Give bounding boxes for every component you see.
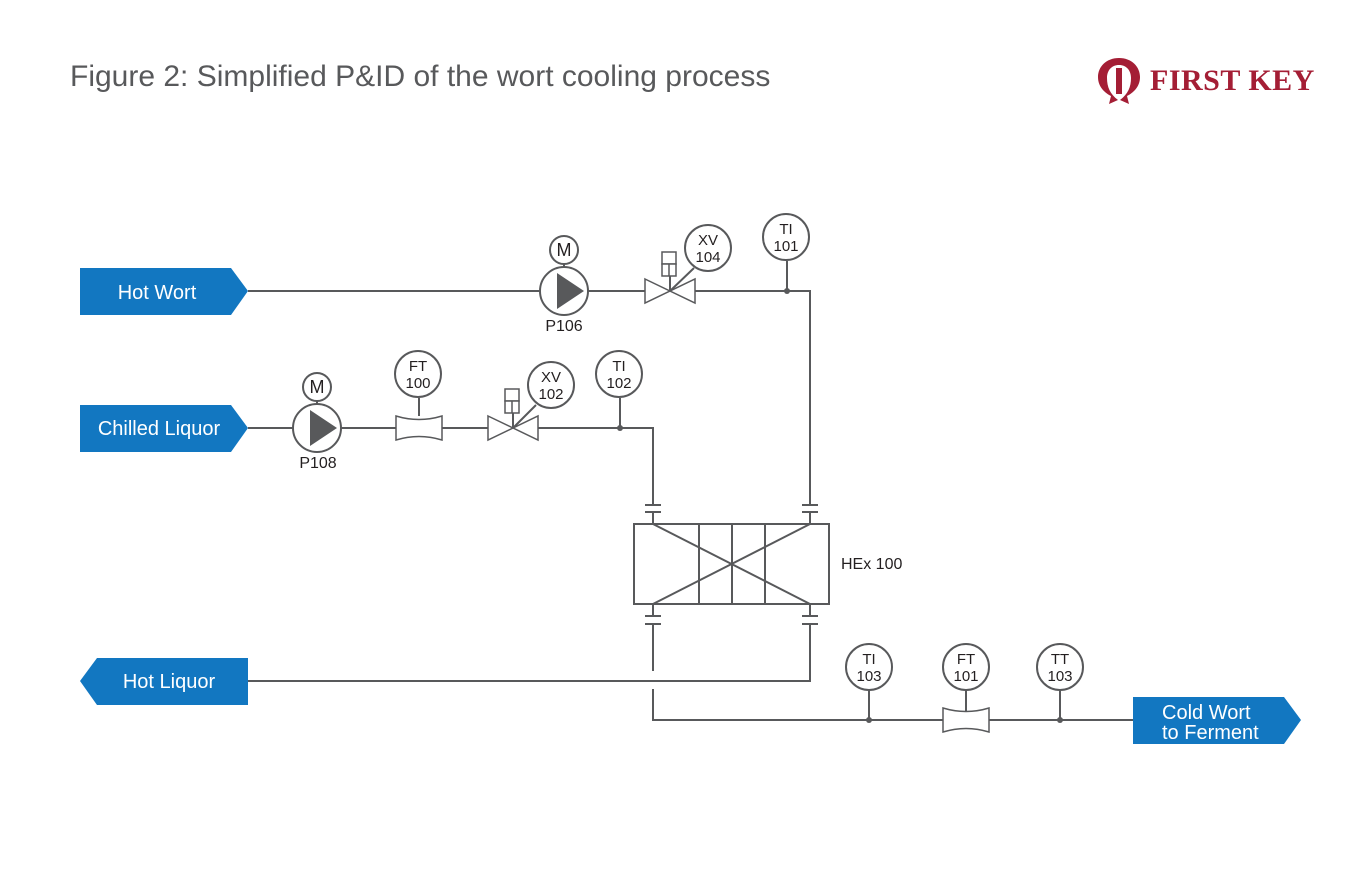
flange-bottom-right	[802, 615, 818, 625]
stream-chilled-liquor-label: Chilled Liquor	[98, 418, 221, 440]
flowmeter-ft101-body	[942, 706, 990, 734]
stream-hot-wort-arrow	[80, 268, 248, 315]
pipe-xv104-to-hex-top-right	[695, 290, 811, 505]
valve-xv104-body	[644, 277, 696, 305]
pump-p108-tag: P108	[299, 455, 336, 472]
valve-xv104-actuator-top	[661, 251, 677, 265]
flowmeter-ft100-body	[395, 414, 443, 442]
instrument-ti101-l1: TI	[779, 221, 792, 238]
flange-bottom-left	[645, 615, 661, 625]
instrument-ft101-bubble	[942, 643, 990, 691]
instrument-ti102-l1: TI	[612, 358, 625, 375]
first-key-logo-icon	[1098, 58, 1140, 104]
instrument-ti103-l1: TI	[862, 651, 875, 668]
stream-cold-wort-label-1: Cold Wort	[1162, 702, 1251, 724]
instrument-ft100-bubble	[394, 350, 442, 398]
instrument-tt103-l1: TT	[1051, 651, 1069, 668]
valve-xv102-body	[487, 414, 539, 442]
pump-p108-motor	[302, 372, 332, 402]
tap-dot-tt103	[1057, 717, 1063, 723]
pipe-hex-to-hot-liquor	[248, 624, 811, 682]
pump-p108-motor-label: M	[310, 377, 325, 397]
pump-p108-impeller-icon	[310, 410, 337, 446]
instrument-ft100-l1: FT	[409, 358, 427, 375]
tap-dot-ti102	[617, 425, 623, 431]
stem-xv104	[669, 267, 695, 292]
pump-p106-motor-label: M	[557, 240, 572, 260]
instrument-ti101-bubble	[762, 213, 810, 261]
instrument-ft100-l2: 100	[405, 375, 430, 392]
heat-exchanger-cross	[652, 523, 811, 605]
stream-hot-liquor-arrow	[80, 658, 248, 705]
instrument-ti103-bubble	[845, 643, 893, 691]
stream-cold-wort-label-2: to Ferment	[1162, 722, 1259, 744]
instrument-xv104-l1: XV	[698, 232, 718, 249]
instrument-xv102-bubble	[527, 361, 575, 409]
heat-exchanger-tag: HEx 100	[841, 556, 902, 573]
instrument-ft101-l1: FT	[957, 651, 975, 668]
instrument-xv104-l2: 104	[695, 249, 720, 266]
tap-dot-ti101	[784, 288, 790, 294]
instrument-tt103-l2: 103	[1047, 668, 1072, 685]
instrument-tt103-bubble	[1036, 643, 1084, 691]
valve-xv102-actuator-top	[504, 388, 520, 402]
flange-top-left	[645, 504, 661, 513]
instrument-ti103-l2: 103	[856, 668, 881, 685]
logo-wordmark: FIRST KEY	[1150, 64, 1315, 97]
instrument-ft101-l2: 101	[953, 668, 978, 685]
stream-hot-liquor-label: Hot Liquor	[123, 671, 216, 693]
brand-logo: FIRST KEY	[1096, 56, 1315, 106]
tap-dot-ti103	[866, 717, 872, 723]
instrument-ti102-l2: 102	[606, 375, 631, 392]
instrument-xv104-bubble	[684, 224, 732, 272]
instrument-ti101-l2: 101	[773, 238, 798, 255]
stream-chilled-liquor-arrow	[80, 405, 248, 452]
instrument-xv102-l1: XV	[541, 369, 561, 386]
stem-xv102	[512, 404, 537, 429]
pipe-cold-wort-to-ft101	[652, 689, 943, 721]
flange-top-right	[802, 504, 818, 513]
instrument-xv102-l2: 102	[538, 386, 563, 403]
page-title: Figure 2: Simplified P&ID of the wort co…	[70, 60, 771, 93]
pump-p106-motor	[549, 235, 579, 265]
pipe-xv102-to-hex-top-left	[538, 427, 654, 505]
pump-p106-tag: P106	[545, 318, 582, 335]
stream-hot-wort-label: Hot Wort	[118, 282, 197, 304]
instrument-ti102-bubble	[595, 350, 643, 398]
stream-cold-wort-arrow	[1133, 697, 1301, 744]
pump-p106-impeller-icon	[557, 273, 584, 309]
